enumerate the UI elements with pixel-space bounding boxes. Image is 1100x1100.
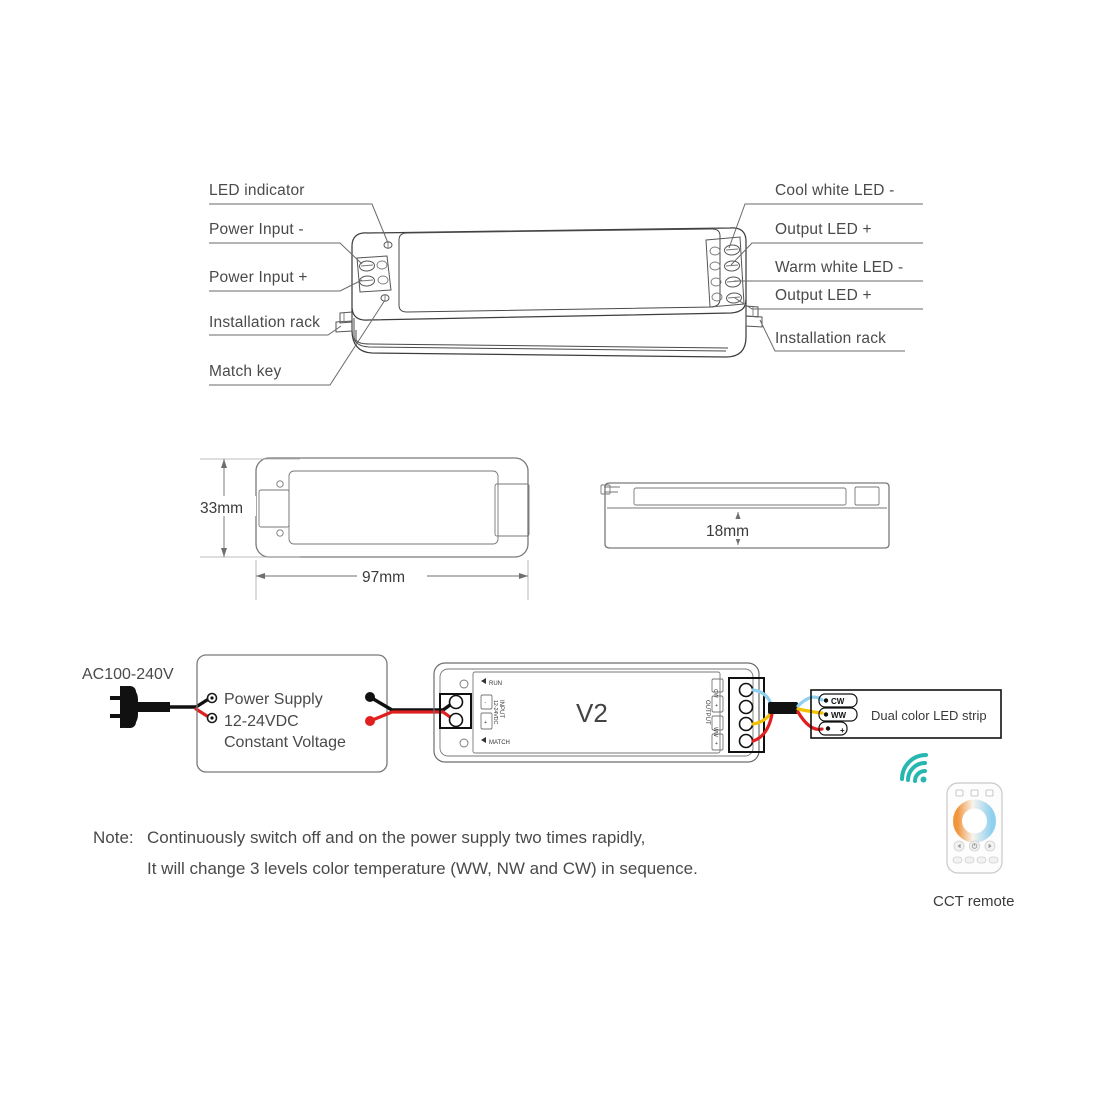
- dimension-height-label: 33mm: [200, 500, 243, 517]
- led-strip-box: CW WW + Dual color LED strip: [810, 689, 1002, 739]
- callout-power-input-neg: Power Input -: [209, 221, 363, 265]
- controller-3d-body: [335, 227, 763, 358]
- dimension-height: 33mm: [198, 458, 300, 558]
- cct-remote: CCT remote: [933, 782, 1014, 910]
- callout-label-power-input-neg: Power Input -: [209, 221, 304, 238]
- controller-match-label: MATCH: [489, 740, 510, 746]
- product-callout-view: LED indicator Power Input - Power Input …: [209, 182, 923, 386]
- callout-label-led-indicator: LED indicator: [209, 182, 305, 199]
- dimension-length-label: 97mm: [362, 569, 405, 586]
- callout-label-output-led-pos-2: Output LED +: [775, 287, 872, 304]
- note-line-1: Continuously switch off and on the power…: [147, 828, 645, 847]
- callout-power-input-pos: Power Input +: [209, 269, 363, 292]
- callout-label-warm-white-led-neg: Warm white LED -: [775, 259, 903, 276]
- controller-model-label: V2: [576, 698, 608, 728]
- controller-input-voltage-label: 12-24VDC: [492, 700, 498, 724]
- controller-input-terminal-block: [439, 693, 472, 729]
- callout-cool-white-led-neg: Cool white LED -: [728, 182, 923, 249]
- psu-to-controller-wires: [368, 695, 459, 724]
- note-prefix: Note:: [93, 828, 134, 847]
- top-view-drawing: [255, 457, 530, 558]
- v2-controller: V2 RUN MATCH - + INPUT 12-24VDC OUTPUT: [433, 662, 765, 763]
- callout-led-indicator: LED indicator: [209, 182, 389, 244]
- controller-run-label: RUN: [489, 681, 502, 687]
- strip-terminal-cw: CW: [831, 697, 845, 706]
- callout-installation-rack-left: Installation rack: [209, 314, 342, 336]
- controller-input-terminal-neg: -: [485, 700, 487, 706]
- strip-terminal-pos: +: [840, 726, 845, 735]
- callout-label-power-input-pos: Power Input +: [209, 269, 308, 286]
- controller-output-terminal-pos-1: +: [715, 703, 718, 709]
- output-terminal-block: [705, 236, 745, 308]
- callout-label-match-key: Match key: [209, 363, 281, 380]
- note-block: Note: Continuously switch off and on the…: [93, 828, 698, 878]
- dimension-depth-label: 18mm: [706, 523, 749, 540]
- callout-label-cool-white-led-neg: Cool white LED -: [775, 182, 895, 199]
- callout-match-key: Match key: [209, 299, 386, 386]
- strip-terminal-ww: WW: [831, 711, 847, 720]
- controller-input-label: INPUT: [498, 700, 504, 718]
- controller-output-terminal-cw: CW: [712, 689, 718, 698]
- cct-remote-label: CCT remote: [933, 893, 1014, 910]
- controller-output-terminal-ww: WW: [712, 727, 718, 737]
- led-strip-label: Dual color LED strip: [871, 708, 987, 723]
- callout-label-installation-rack-right: Installation rack: [775, 330, 886, 347]
- psu-line-1: Power Supply: [224, 691, 323, 708]
- dimension-length: 97mm: [255, 560, 529, 600]
- power-input-terminal-block: [356, 255, 392, 293]
- mains-voltage-label: AC100-240V: [82, 666, 174, 683]
- controller-output-terminal-block: [728, 677, 765, 753]
- dimension-views: 33mm 97mm 18mm: [198, 457, 890, 600]
- controller-output-terminal-pos-2: +: [715, 741, 718, 747]
- callout-label-output-led-pos-1: Output LED +: [775, 221, 872, 238]
- psu-line-3: Constant Voltage: [224, 734, 346, 751]
- callout-label-installation-rack-left: Installation rack: [209, 314, 320, 331]
- callout-output-led-pos-1: Output LED +: [730, 221, 923, 266]
- note-line-2: It will change 3 levels color temperatur…: [147, 859, 698, 878]
- callout-installation-rack-right: Installation rack: [759, 319, 905, 352]
- dimension-depth: 18mm: [700, 512, 778, 545]
- wiring-diagram: AC100-240V Power Supply 12-24VDC Constan…: [82, 654, 1014, 910]
- callout-output-led-pos-2: Output LED +: [734, 287, 923, 310]
- installation-rack-left-part: [335, 311, 353, 333]
- side-view-drawing: [600, 482, 890, 549]
- wire-connector-block: [768, 702, 798, 714]
- wireless-signal-icon: [900, 753, 928, 783]
- controller-output-label: OUTPUT: [704, 700, 710, 725]
- ac-plug-icon: [110, 686, 198, 728]
- controller-input-terminal-pos: +: [484, 720, 487, 726]
- callout-warm-white-led-neg: Warm white LED -: [734, 259, 923, 282]
- psu-line-2: 12-24VDC: [224, 713, 299, 730]
- power-supply-box: Power Supply 12-24VDC Constant Voltage: [196, 654, 388, 773]
